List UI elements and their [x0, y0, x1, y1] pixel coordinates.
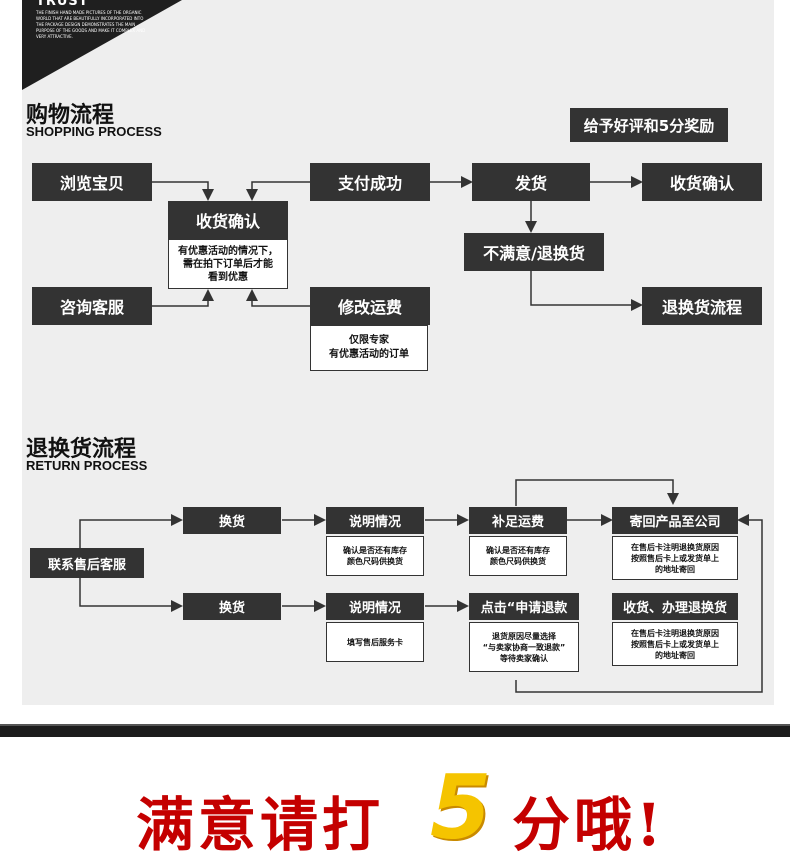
return-title: 退换货流程 [26, 437, 137, 462]
rate-text-left: 满意请打 [136, 791, 385, 859]
supplement-note-line: 颜色尺码供换货 [490, 557, 546, 566]
pay-success-step: 支付成功 [310, 163, 430, 201]
apply-refund-note-line: “与卖家协商一致退款” [482, 642, 566, 652]
flow-connectors [79, 176, 763, 693]
apply-refund-note-line: 退货原因尽量选择 [492, 631, 556, 641]
modify-note-line: 有优惠活动的订单 [329, 349, 409, 360]
supplement-note: 确认是否还有库存 颜色尺码供换货 [469, 536, 567, 576]
exchange-bottom-step: 换货 [183, 593, 281, 620]
trust-title: TRUST [36, 0, 89, 9]
receipt-confirm-step: 收货确认 [642, 163, 762, 201]
reward-badge: 给予好评和5分奖励 [570, 108, 728, 142]
promo-note-line: 需在拍下订单后才能 [183, 258, 273, 270]
trust-banner [22, 0, 182, 90]
promo-note: 有优惠活动的情况下， 需在拍下订单后才能 看到优惠 [168, 239, 288, 289]
shopping-title: 购物流程 [26, 103, 115, 128]
receive-refund-note-line: 在售后卡注明退换货原因 [631, 628, 719, 638]
send-back-note: 在售后卡注明退换货原因 按照售后卡上或发货单上 的地址寄回 [612, 536, 738, 580]
return-subtitle: RETURN PROCESS [26, 458, 148, 473]
confirm-receipt-step: 收货确认 [168, 201, 288, 239]
explain-top-note-line: 颜色尺码供换货 [347, 557, 403, 566]
promo-note-line: 看到优惠 [208, 271, 248, 283]
send-back-note-line: 的地址寄回 [655, 564, 695, 574]
explain-bottom-step: 说明情况 [326, 593, 424, 620]
send-back-step: 寄回产品至公司 [612, 507, 738, 534]
explain-bottom-note-line: 填写售后服务卡 [347, 637, 403, 647]
explain-top-step: 说明情况 [326, 507, 424, 534]
apply-refund-step: 点击“申请退款 [469, 593, 579, 620]
exchange-top-step: 换货 [183, 507, 281, 534]
five-star-number: 5 [430, 756, 492, 859]
explain-top-note: 确认是否还有库存 颜色尺码供换货 [326, 536, 424, 576]
modify-note-line: 仅限专家 [349, 335, 389, 346]
send-back-note-line: 按照售后卡上或发货单上 [631, 553, 719, 563]
dark-bar [0, 726, 790, 737]
unsatisfied-step: 不满意/退换货 [464, 233, 604, 271]
shopping-subtitle: SHOPPING PROCESS [26, 124, 162, 139]
divider [0, 724, 790, 726]
receive-refund-step: 收货、办理退换货 [612, 593, 738, 620]
send-back-note-line: 在售后卡注明退换货原因 [631, 542, 719, 552]
supplement-note-line: 确认是否还有库存 [486, 546, 550, 555]
ship-step: 发货 [472, 163, 590, 201]
receive-refund-note: 在售后卡注明退换货原因 按照售后卡上或发货单上 的地址寄回 [612, 622, 738, 666]
receive-refund-note-line: 的地址寄回 [655, 650, 695, 660]
apply-refund-note-line: 等待卖家确认 [500, 653, 548, 663]
browse-step: 浏览宝贝 [32, 163, 152, 201]
explain-top-note-line: 确认是否还有库存 [343, 546, 407, 555]
apply-refund-note: 退货原因尽量选择 “与卖家协商一致退款” 等待卖家确认 [469, 622, 579, 672]
consult-step: 咨询客服 [32, 287, 152, 325]
promo-note-line: 有优惠活动的情况下， [178, 245, 278, 257]
modify-note: 仅限专家 有优惠活动的订单 [310, 325, 428, 371]
receive-refund-note-line: 按照售后卡上或发货单上 [631, 639, 719, 649]
return-flow-step: 退换货流程 [642, 287, 762, 325]
rate-text-right: 分哦! [512, 791, 666, 859]
trust-body: THE FINISH HAND MADE PICTURES OF THE ORG… [36, 10, 146, 39]
modify-shipping-step: 修改运费 [310, 287, 430, 325]
contact-service-step: 联系售后客服 [30, 548, 144, 578]
explain-bottom-note: 填写售后服务卡 [326, 622, 424, 662]
supplement-shipping-step: 补足运费 [469, 507, 567, 534]
